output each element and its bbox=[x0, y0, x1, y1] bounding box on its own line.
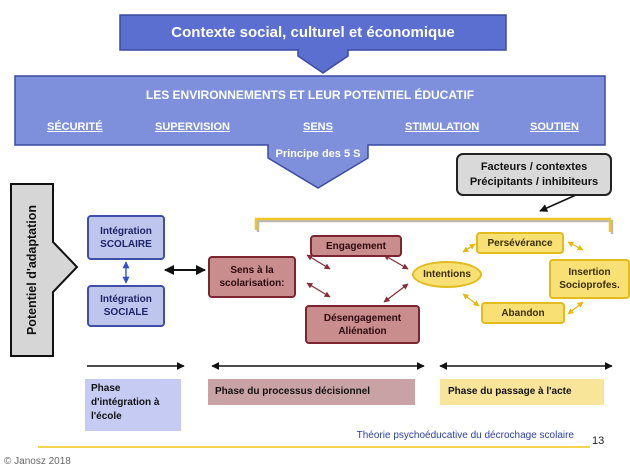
footer-page-number: 13 bbox=[592, 435, 605, 447]
intentions-abandon-arrow bbox=[462, 293, 480, 307]
phase-integration-line2: d'intégration à bbox=[91, 397, 160, 408]
insertion-box: Insertion Socioprofes. bbox=[549, 259, 630, 299]
factors-arrow bbox=[539, 194, 577, 212]
phase-action-label: Phase du passage à l'acte bbox=[448, 386, 572, 397]
desengagement-line1: Désengagement bbox=[323, 312, 402, 324]
integration-sociale-box: Intégration SOCIALE bbox=[87, 285, 165, 327]
engagement-label: Engagement bbox=[325, 240, 386, 252]
context-title: Contexte social, culturel et économique bbox=[120, 15, 506, 50]
bracket-line bbox=[254, 217, 612, 232]
pillar-sens: SENS bbox=[303, 121, 333, 133]
abandon-box: Abandon bbox=[481, 302, 565, 324]
pillar-supervision: SUPERVISION bbox=[155, 121, 230, 133]
sens-desengagement-arrow bbox=[306, 282, 331, 298]
perseverance-box: Persévérance bbox=[476, 232, 564, 254]
phase-integration-line3: l'école bbox=[91, 411, 122, 422]
integration-sociale-line2: SOCIALE bbox=[103, 307, 149, 318]
intentions-ellipse: Intentions bbox=[412, 261, 482, 288]
bracket-shadow bbox=[256, 219, 614, 234]
perseverance-insertion-arrow bbox=[567, 241, 584, 251]
environments-title-text: LES ENVIRONNEMENTS ET LEUR POTENTIEL ÉDU… bbox=[145, 88, 475, 102]
sens-box: Sens à la scolarisation: bbox=[208, 256, 296, 298]
context-title-text: Contexte social, culturel et économique bbox=[171, 24, 455, 41]
side-label: Potentiel d'adaptation bbox=[25, 204, 39, 336]
factors-box: Facteurs / contextes Précipitants / inhi… bbox=[456, 153, 612, 196]
footer-theory: Théorie psychoéducative du décrochage sc… bbox=[356, 430, 574, 441]
context-arrow-shape bbox=[119, 14, 507, 74]
insertion-line1: Insertion bbox=[568, 267, 611, 278]
environments-arrow-shape bbox=[14, 75, 606, 189]
integration-scolaire-box: Intégration SCOLAIRE bbox=[87, 215, 165, 260]
desengagement-line2: Aliénation bbox=[338, 325, 387, 337]
insertion-line2: Socioprofes. bbox=[559, 280, 620, 291]
pillar-securite: SÉCURITÉ bbox=[47, 121, 103, 133]
integration-sociale-line1: Intégration bbox=[100, 294, 152, 305]
abandon-insertion-arrow bbox=[567, 301, 584, 315]
engagement-box: Engagement bbox=[310, 235, 402, 257]
pillar-soutien: SOUTIEN bbox=[530, 121, 579, 133]
desengagement-box: Désengagement Aliénation bbox=[305, 305, 420, 344]
engagement-intentions-arrow bbox=[383, 254, 409, 270]
sens-engagement-arrow bbox=[306, 254, 331, 270]
footer-copyright: © Janosz 2018 bbox=[4, 456, 71, 467]
intentions-perseverance-arrow bbox=[462, 243, 476, 253]
phase-decision-label: Phase du processus décisionnel bbox=[215, 386, 371, 397]
factors-line2: Précipitants / inhibiteurs bbox=[469, 175, 599, 188]
principle-label: Principe des 5 S bbox=[275, 148, 361, 160]
adaptation-arrow-shape bbox=[10, 183, 79, 357]
desengagement-intentions-arrow bbox=[383, 283, 409, 303]
perseverance-label: Persévérance bbox=[487, 237, 553, 249]
intentions-label: Intentions bbox=[423, 269, 471, 280]
integration-scolaire-line2: SCOLAIRE bbox=[100, 238, 152, 250]
factors-line1: Facteurs / contextes bbox=[480, 160, 588, 173]
environments-title: LES ENVIRONNEMENTS ET LEUR POTENTIEL ÉDU… bbox=[15, 86, 605, 104]
pillar-stimulation: STIMULATION bbox=[405, 121, 480, 133]
phase-decision-box: Phase du processus décisionnel bbox=[208, 379, 415, 405]
phase-action-box: Phase du passage à l'acte bbox=[440, 379, 604, 405]
integration-scolaire-line1: Intégration bbox=[100, 225, 152, 237]
sens-line1: Sens à la bbox=[230, 265, 274, 276]
abandon-label: Abandon bbox=[501, 307, 545, 319]
phase-integration-box: Phase d'intégration à l'école bbox=[85, 379, 181, 431]
phase-integration-line1: Phase bbox=[91, 383, 121, 394]
side-label-wrap: Potentiel d'adaptation bbox=[11, 184, 53, 356]
sens-line2: scolarisation: bbox=[219, 278, 285, 289]
